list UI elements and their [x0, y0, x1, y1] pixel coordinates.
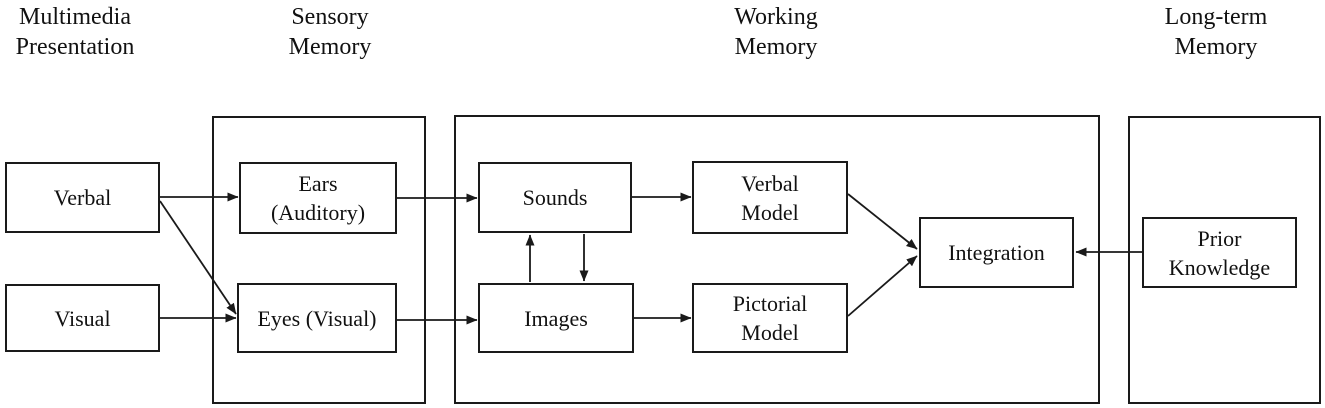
node-pictorial-model: Pictorial Model — [692, 283, 848, 353]
node-label: Sounds — [522, 185, 588, 210]
node-label: (Auditory) — [270, 200, 366, 225]
node-label: Eyes (Visual) — [257, 305, 377, 331]
node-label: Verbal — [53, 185, 112, 210]
node-label: Visual — [54, 305, 111, 331]
node-images: Images — [478, 283, 634, 353]
long-term-memory-container — [1128, 116, 1321, 404]
node-prior-knowledge: Prior Knowledge — [1142, 217, 1297, 288]
working-memory-container — [454, 115, 1100, 404]
node-label: Ears — [298, 171, 338, 196]
node-label: Integration — [948, 240, 1045, 265]
header-line: Presentation — [15, 34, 135, 60]
node-label: Model — [741, 199, 799, 225]
node-visual: Visual — [5, 284, 160, 352]
node-label: Images — [524, 305, 588, 331]
header-line: Memory — [1174, 34, 1258, 60]
node-eyes-visual: Eyes (Visual) — [237, 283, 397, 353]
node-sounds: Sounds — [478, 162, 632, 233]
column-header-working-memory: Working Memory — [701, 2, 851, 62]
column-header-long-term-memory: Long-term Memory — [1141, 2, 1291, 62]
header-line: Memory — [734, 34, 818, 60]
sensory-memory-container — [212, 116, 426, 404]
node-ears-auditory: Ears (Auditory) — [239, 162, 397, 234]
node-label: Verbal — [741, 170, 799, 196]
header-line: Working — [734, 4, 818, 30]
node-label: Knowledge — [1168, 254, 1271, 280]
node-label: Pictorial — [732, 291, 808, 316]
node-integration: Integration — [919, 217, 1074, 288]
header-line: Memory — [288, 34, 372, 60]
node-label: Model — [741, 320, 799, 345]
header-line: Multimedia — [19, 4, 131, 30]
header-line: Sensory — [291, 4, 369, 30]
column-header-multimedia-presentation: Multimedia Presentation — [0, 2, 150, 62]
header-line: Long-term — [1164, 4, 1268, 30]
node-verbal-model: Verbal Model — [692, 161, 848, 234]
node-label: Prior — [1197, 225, 1242, 251]
node-verbal: Verbal — [5, 162, 160, 233]
column-header-sensory-memory: Sensory Memory — [255, 2, 405, 62]
